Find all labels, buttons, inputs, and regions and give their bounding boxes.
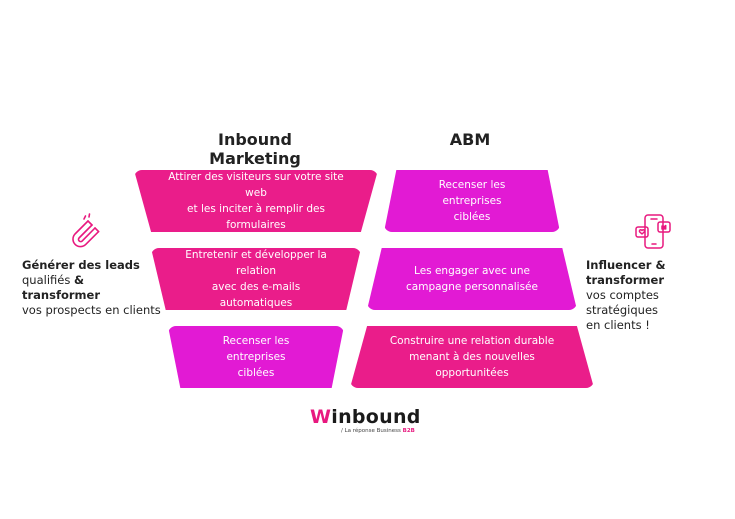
right-side-text: Influencer & transformer vos comptes str… xyxy=(586,258,731,333)
logo-w-letter: W xyxy=(310,406,332,428)
inbound-step-2: Entretenir et développer la relation ave… xyxy=(151,248,361,310)
smartphone-social-icon xyxy=(634,212,674,252)
right-line2: vos comptes stratégiques xyxy=(586,288,659,317)
left-line2-bold: & transformer xyxy=(22,273,100,302)
inbound-marketing-title: Inbound Marketing xyxy=(209,130,301,168)
abm-step-2: Les engager avec une campagne personnali… xyxy=(367,248,577,310)
abm-step-1: Recenser les entreprises ciblées xyxy=(384,170,560,232)
left-side-text: Générer des leads qualifiés & transforme… xyxy=(22,258,162,318)
logo-word: inbound xyxy=(331,406,421,428)
left-line3: vos prospects en clients xyxy=(22,303,161,317)
inbound-step-1: Attirer des visiteurs sur votre site web… xyxy=(134,170,378,232)
left-bold-line: Générer des leads xyxy=(22,258,140,272)
magnet-icon xyxy=(62,212,104,254)
left-line2: qualifiés xyxy=(22,273,74,287)
right-bold-line: Influencer & transformer xyxy=(586,258,666,287)
abm-step-3: Construire une relation durable menant à… xyxy=(350,326,594,388)
logo-tagline: / La réponse Business B2B xyxy=(341,428,415,434)
right-line3: en clients ! xyxy=(586,318,650,332)
inbound-step-3: Recenser les entreprises ciblées xyxy=(168,326,344,388)
winbound-logo: Winbound xyxy=(310,406,421,428)
abm-title: ABM xyxy=(449,130,491,149)
